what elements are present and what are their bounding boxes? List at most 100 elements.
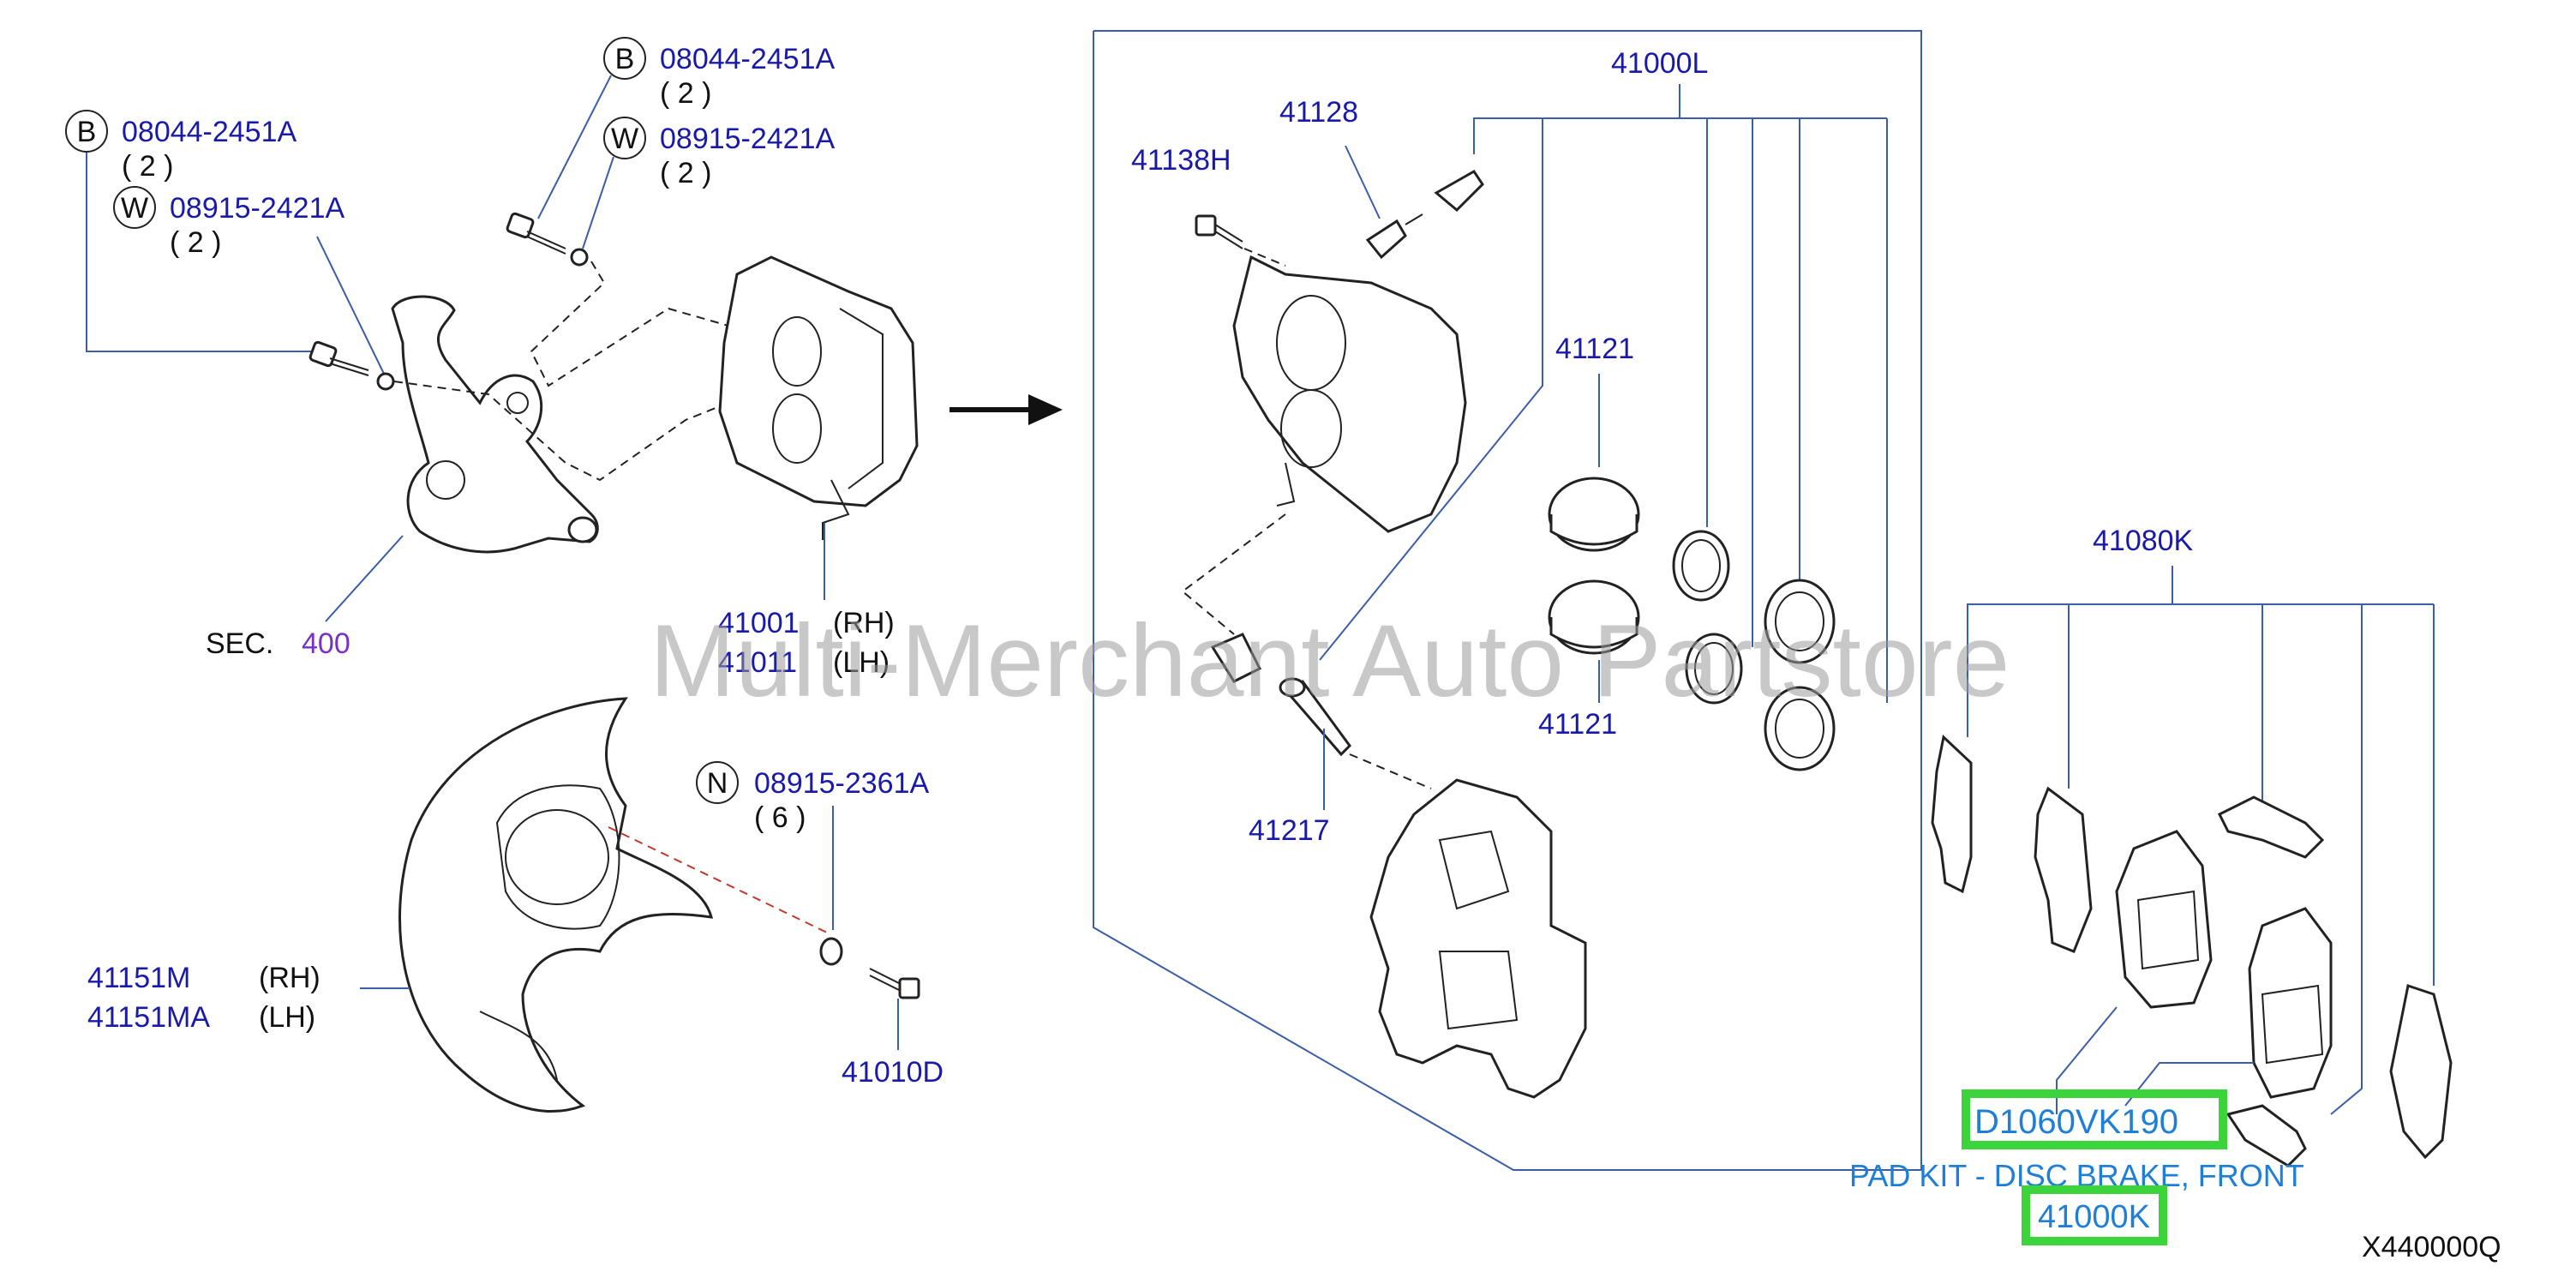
shield-rh-side: (RH) (259, 962, 321, 994)
shield-lh-part-number[interactable]: 41151MA (87, 1001, 210, 1034)
bleeder-screw-icon (1365, 213, 1423, 260)
pad-kit-leader-line (2056, 1006, 2118, 1114)
caliper-housing-large (1232, 255, 1467, 533)
pad-kit-part-number[interactable]: 41000K (2038, 1199, 2150, 1235)
washer-shield-icon (819, 937, 843, 966)
caliper-lh-side: (LH) (833, 646, 890, 679)
shield-lh-side: (LH) (259, 1001, 315, 1034)
b2-leader-line (537, 75, 612, 219)
caliper-bore-icon (772, 393, 822, 464)
bleeder-cap-icon (1434, 170, 1484, 213)
seal-kit-part-number[interactable]: 41000L (1611, 47, 1708, 80)
b1-quantity: ( 2 ) (122, 150, 173, 183)
detail-frame (1093, 30, 1922, 1171)
steering-knuckle (391, 295, 599, 554)
b1-letter: B (77, 116, 97, 148)
spindle-end-icon (567, 516, 598, 543)
caliper-bracket-icon (839, 308, 884, 489)
w2-letter: W (611, 123, 638, 155)
piston-lower-icon (1548, 579, 1640, 655)
caliper-bracket-large (1369, 778, 1587, 1099)
caliper-bore-icon (772, 316, 822, 387)
n-letter: N (707, 767, 728, 800)
arrow-right-icon (950, 394, 1063, 425)
washer-left-icon (376, 372, 395, 391)
section-number[interactable]: 400 (302, 627, 350, 660)
shield-bolt-part-number[interactable]: 41010D (842, 1056, 944, 1089)
shield-flange-icon (479, 1011, 558, 1081)
seal-ring-inner-icon (1694, 642, 1734, 695)
knuckle-hole-icon (426, 460, 465, 500)
knuckle-to-caliper-dash (393, 381, 729, 482)
w1-leader-line (316, 236, 385, 375)
shim-icon (2034, 786, 2093, 953)
bracket-slot-icon (1438, 951, 1519, 1030)
section-prefix: SEC. (206, 627, 273, 660)
shield-inner-icon (495, 784, 620, 930)
bleeder-part-number[interactable]: 41128 (1279, 96, 1358, 129)
b1-leader-line (86, 153, 313, 352)
bolt-to-caliper-dash (1243, 248, 1286, 267)
pad-group-branch (2330, 604, 2363, 1115)
b-letter-circle-icon (603, 37, 646, 80)
section-leader-line (325, 535, 404, 622)
pad-kit-leader-line (2124, 1062, 2254, 1107)
callout-bolt-upper: B 08044-2451A ( 2 ) W 08915-2421A ( 2 ) (537, 37, 836, 249)
shield-rh-part-number[interactable]: 41151M (87, 962, 190, 994)
bleeder-leader-line (1345, 145, 1381, 219)
highlight-box (1962, 1089, 2227, 1149)
b2-part-number[interactable]: 08044-2451A (660, 43, 836, 75)
shield-center-icon (505, 809, 609, 905)
caliper-bracket-icon (822, 479, 850, 540)
splash-shield (398, 697, 713, 1113)
housing-mount-icon (1276, 462, 1296, 507)
caliper-bolt-icon (1195, 214, 1243, 249)
brake-pad-icon (2248, 907, 2333, 1099)
w1-letter: W (121, 192, 148, 225)
housing-bore-icon (1280, 389, 1342, 468)
w2-leader-line (582, 156, 614, 249)
knuckle-icon (391, 295, 599, 554)
pad-group-leader-line (1967, 566, 2173, 737)
caliper-rh-side: (RH) (833, 607, 895, 639)
washer-part-number[interactable]: 08915-2361A (754, 767, 930, 800)
wear-sensor-icon (2226, 1104, 2307, 1167)
shim-icon (1931, 735, 1973, 894)
bracket-icon (1369, 778, 1587, 1099)
caliper-lh-part-number[interactable]: 41011 (718, 646, 797, 679)
bolt-part-number[interactable]: 41138H (1131, 144, 1231, 177)
bracket-slot-icon (1438, 830, 1510, 910)
knuckle-to-caliper-dash (530, 261, 729, 387)
caliper-assembly (718, 255, 919, 540)
shield-bolt-dash (608, 826, 828, 933)
piston-bottom-part-number[interactable]: 41121 (1538, 708, 1617, 741)
seal-kit-branch (1319, 118, 1543, 661)
dust-boot-inner-icon (1775, 591, 1824, 651)
diagram-id: X440000Q (2362, 1231, 2501, 1263)
caliper-housing-icon (1232, 255, 1467, 533)
guide-pin-icon (1279, 677, 1351, 757)
brake-pad-icon (2115, 830, 2213, 1009)
caliper-rh-part-number[interactable]: 41001 (718, 607, 800, 639)
w2-part-number[interactable]: 08915-2421A (660, 123, 836, 155)
w1-part-number[interactable]: 08915-2421A (170, 192, 345, 225)
caliper-body-icon (718, 255, 919, 507)
callout-bolt-left: B 08044-2451A ( 2 ) W 08915-2421A ( 2 ) (65, 110, 385, 375)
n-letter-circle-icon (696, 761, 739, 804)
watermark: Multi-Merchant Auto Partstore (650, 603, 2010, 718)
b2-letter: B (615, 43, 635, 75)
pin-to-bracket-dash (1349, 753, 1432, 789)
w-letter-circle-icon (113, 186, 156, 229)
piston-top-part-number[interactable]: 41121 (1555, 333, 1634, 365)
washer-upper-icon (570, 248, 589, 267)
pin-part-number[interactable]: 41217 (1249, 814, 1330, 847)
b-letter-circle-icon (65, 110, 108, 153)
w-letter-circle-icon (603, 117, 646, 159)
highlight-part-number[interactable]: D1060VK190 (1974, 1103, 2178, 1141)
b1-part-number[interactable]: 08044-2451A (122, 116, 297, 148)
bolt-upper-icon (506, 212, 566, 255)
seal-kit-leader-line (1473, 84, 1680, 154)
seal-ring-inner-icon (1681, 539, 1721, 592)
pad-group-part-number[interactable]: 41080K (2093, 525, 2194, 557)
